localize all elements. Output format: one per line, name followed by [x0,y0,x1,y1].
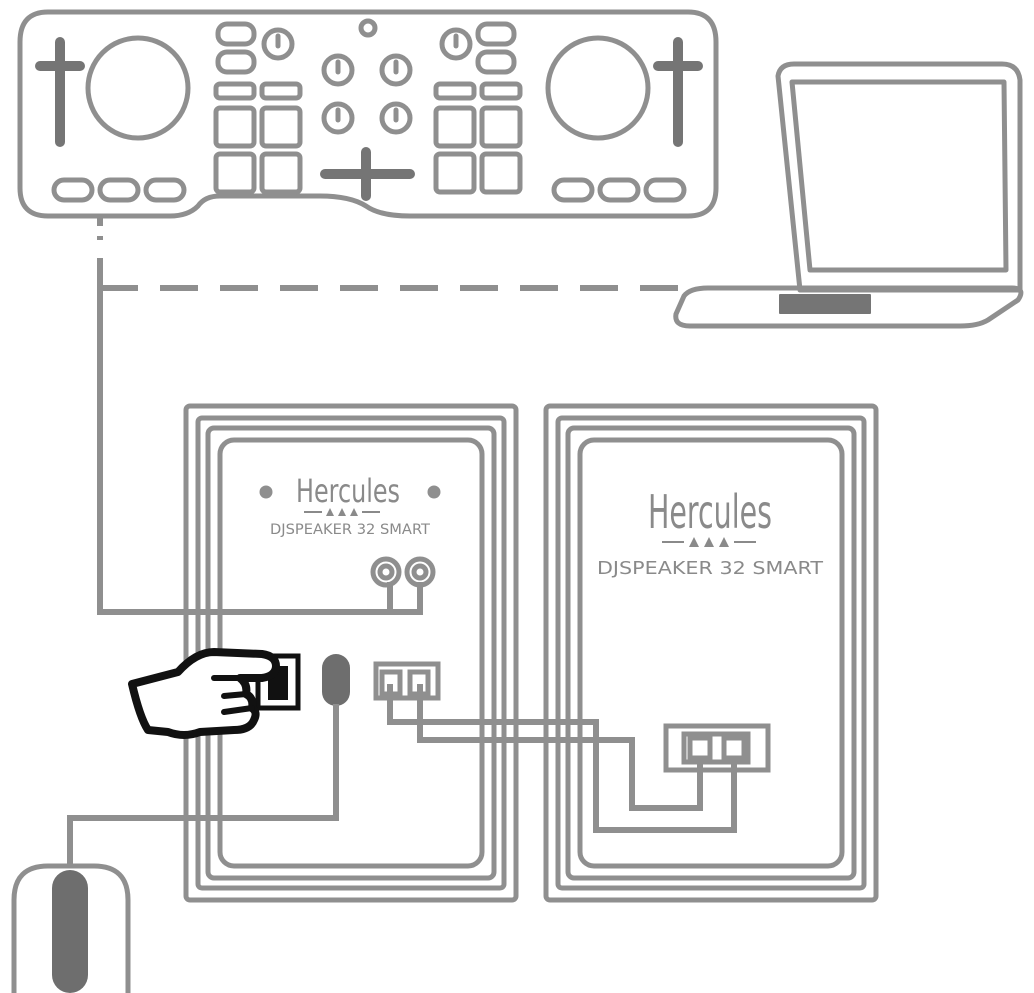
power-cable [67,704,339,868]
right-speaker-model: DJSPEAKER 32 SMART [597,558,824,579]
right-speaker-brand: Hercules [648,485,772,539]
power-plug-icon [11,863,131,993]
left-speaker-model: DJSPEAKER 32 SMART [270,522,430,538]
power-socket [322,654,350,706]
speaker-cable [387,684,737,833]
left-speaker-logo: Hercules DJSPEAKER 32 SMART [270,472,430,538]
pointing-hand-icon [128,648,280,739]
left-speaker-brand: Hercules [296,472,400,510]
dj-controller-icon [17,9,719,219]
right-speaker-logo: Hercules DJSPEAKER 32 SMART [597,485,824,579]
audio-cable [97,258,423,615]
right-speaker [543,403,879,903]
laptop-icon [673,61,1024,329]
